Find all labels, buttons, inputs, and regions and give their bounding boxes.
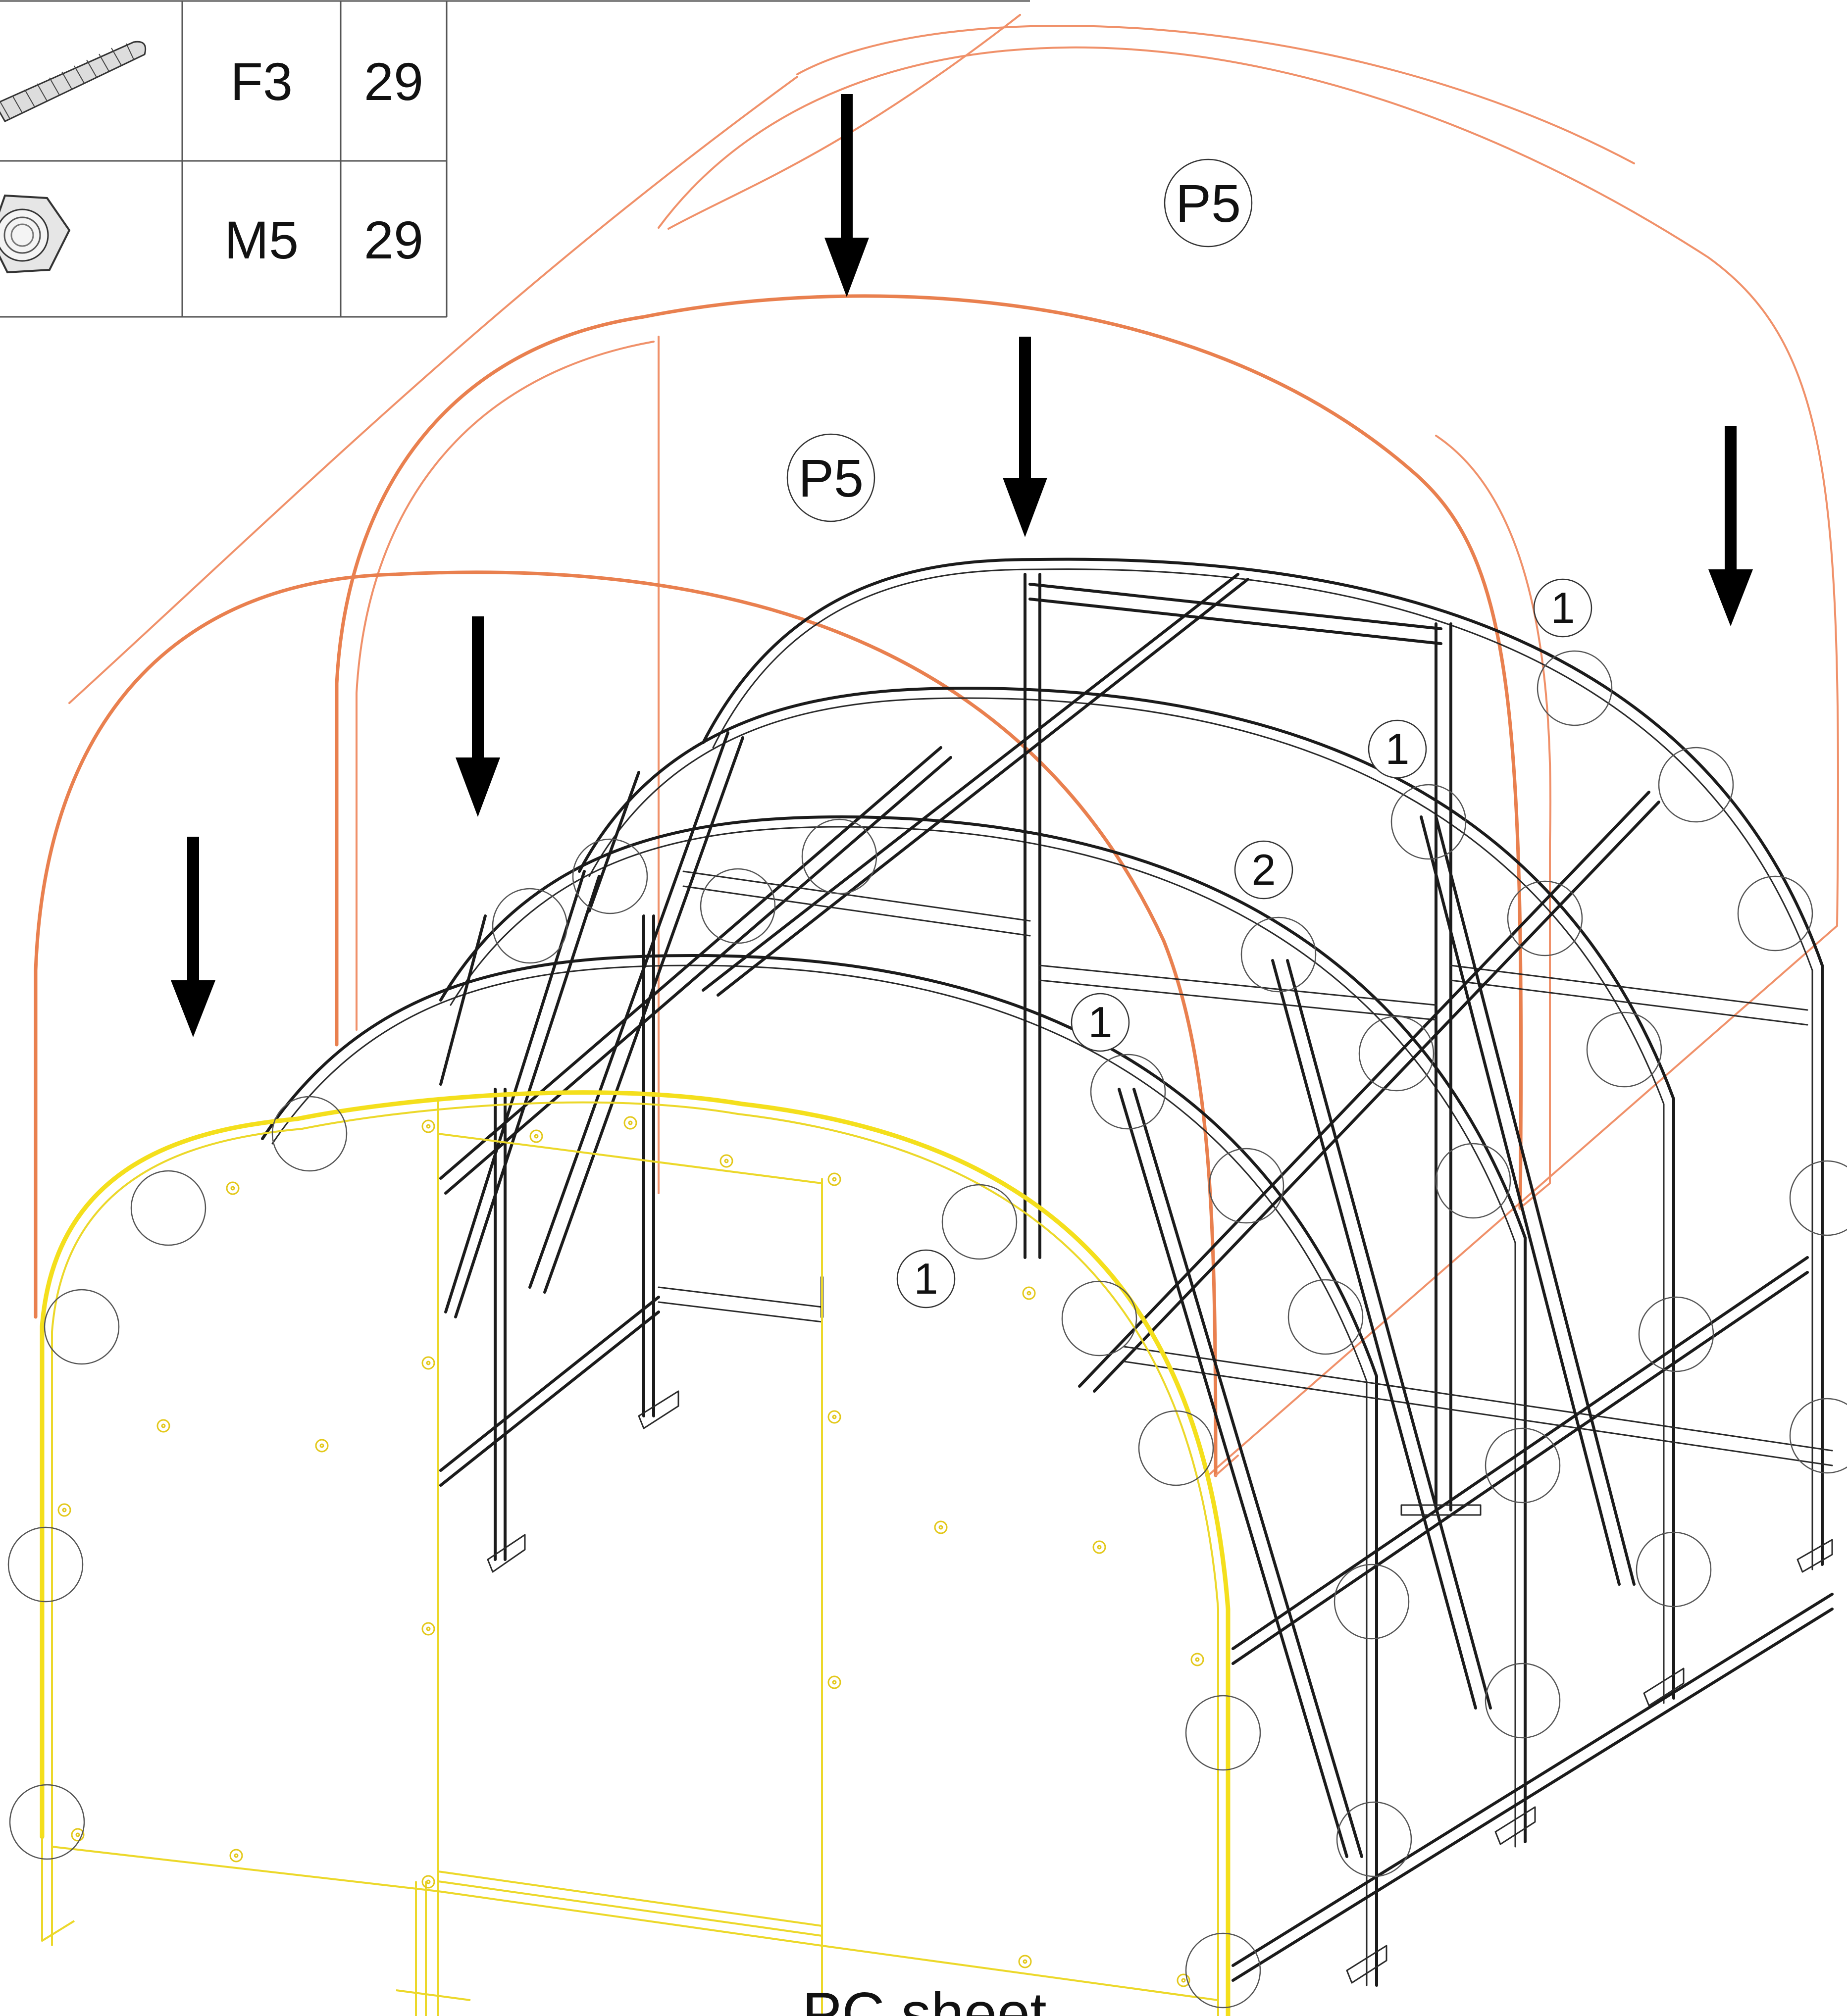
callout-number: 1 <box>1385 724 1410 773</box>
foot-anchors <box>487 1390 1833 1984</box>
diagonal-brace-2 <box>1271 959 1492 1710</box>
roof-panels <box>34 14 1839 1477</box>
footer-caption: PC sheet <box>802 1980 1047 2016</box>
floor-rail <box>1123 1346 1833 1466</box>
left-post-2 <box>642 914 655 1417</box>
callout-1-a: 1 <box>1533 578 1592 638</box>
door-threshold <box>438 1870 822 1947</box>
back-wall-rail <box>1039 964 1437 1021</box>
arch-4 <box>702 557 1824 1570</box>
row-1-quantity: 29 <box>364 51 423 111</box>
arch-2 <box>439 815 1527 1848</box>
front-left-foot <box>41 1837 75 1946</box>
parts-table: F3 29 M5 29 <box>0 0 1030 318</box>
install-direction-arrows <box>171 94 1753 1037</box>
side-rail-lower <box>1231 1593 1834 1982</box>
row-2-quantity: 29 <box>364 210 423 270</box>
down-arrow-icon <box>1003 337 1047 537</box>
back-roof-panel-ridge <box>796 25 1635 164</box>
callout-number: 1 <box>1088 998 1113 1047</box>
side-rail-upper <box>1231 1256 1809 1665</box>
down-arrow-icon <box>824 94 869 297</box>
callout-number: 1 <box>914 1254 938 1303</box>
back-door-header <box>1028 583 1442 645</box>
row-1-code: F3 <box>230 51 293 111</box>
down-arrow-icon <box>171 837 215 1037</box>
callout-1-c: 1 <box>1071 993 1130 1052</box>
diagonal-brace-1 <box>1118 1088 1363 1858</box>
callout-2: 2 <box>1234 840 1293 900</box>
back-roof-panel <box>68 14 1839 1476</box>
hex-nut-icon <box>0 194 71 274</box>
row-2-code: M5 <box>224 210 299 270</box>
left-diagonal-1 <box>528 731 744 1294</box>
front-end-wall <box>40 1090 1231 2016</box>
arch-1 <box>261 954 1378 1986</box>
steel-frame <box>261 557 1834 1987</box>
threaded-rod-icon <box>0 41 147 122</box>
panel-label-p5-middle: P5 <box>786 433 875 522</box>
back-wall-rail-right <box>1450 964 1808 1026</box>
right-wall-panel-bottom <box>821 1945 1219 2001</box>
door-leaf <box>437 1099 823 2016</box>
front-roof-panel <box>34 570 1218 1477</box>
ridge-rail <box>702 573 1249 997</box>
fastener-detail-circles <box>7 650 1847 2009</box>
middle-roof-panel <box>335 294 1523 1210</box>
left-post-1 <box>494 1088 507 1561</box>
door-post-foot <box>396 1881 471 2016</box>
middle-roof-panel-inner <box>356 336 1552 1209</box>
diagonal-brace-4 <box>439 771 640 1086</box>
panel-screws <box>57 1116 1204 1987</box>
front-roof-panel-inner <box>1215 1455 1239 1476</box>
diagonal-brace-3 <box>1420 815 1636 1586</box>
left-side-rail <box>439 1296 660 1487</box>
panel-label-p5-back: P5 <box>1164 158 1253 248</box>
side-rail-right-top <box>1078 791 1660 1393</box>
left-wall-panel <box>51 1099 439 1892</box>
down-arrow-icon <box>1708 426 1753 626</box>
lower-wall-rail <box>658 1286 823 1323</box>
front-arch-inner <box>51 1101 1219 2016</box>
callout-1-d: 1 <box>896 1249 956 1309</box>
back-door-post-left <box>1024 573 1041 1259</box>
panel-label-text: P5 <box>1176 173 1241 233</box>
callout-1-b: 1 <box>1368 719 1427 779</box>
back-door-post-right <box>1435 622 1452 1512</box>
panel-label-text: P5 <box>798 448 864 508</box>
mid-wall-rail <box>682 870 1031 937</box>
front-arch-outer <box>40 1090 1231 2016</box>
callout-number: 2 <box>1252 845 1276 894</box>
down-arrow-icon <box>456 616 500 817</box>
callout-number: 1 <box>1551 583 1575 632</box>
